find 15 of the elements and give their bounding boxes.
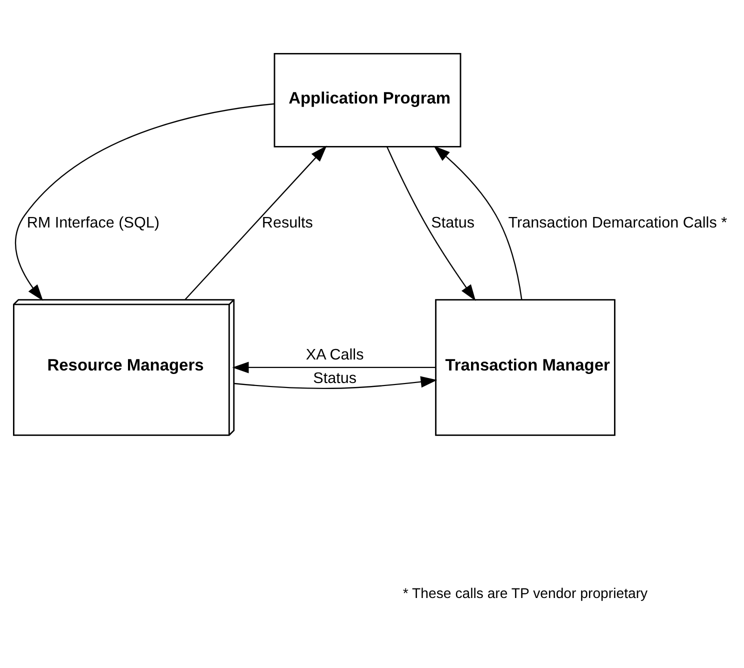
- arrow: [433, 145, 522, 300]
- edge-label: Status: [430, 214, 474, 231]
- node-box: Application Program: [273, 52, 461, 147]
- arrow: [14, 102, 274, 300]
- edge-label: Results: [261, 214, 312, 231]
- arrow: [386, 146, 476, 300]
- arrow: [184, 145, 326, 300]
- edge-label: Transaction Demarcation Calls *: [508, 214, 727, 231]
- edge-label: RM Interface (SQL): [26, 214, 159, 231]
- label: * These calls are TP vendor proprietary: [402, 584, 648, 600]
- node-box: Transaction Manager: [434, 298, 615, 436]
- arrow: [232, 361, 436, 373]
- arrow: [234, 376, 437, 388]
- edge-label: Status: [312, 370, 356, 387]
- edge-label: XA Calls: [305, 346, 364, 364]
